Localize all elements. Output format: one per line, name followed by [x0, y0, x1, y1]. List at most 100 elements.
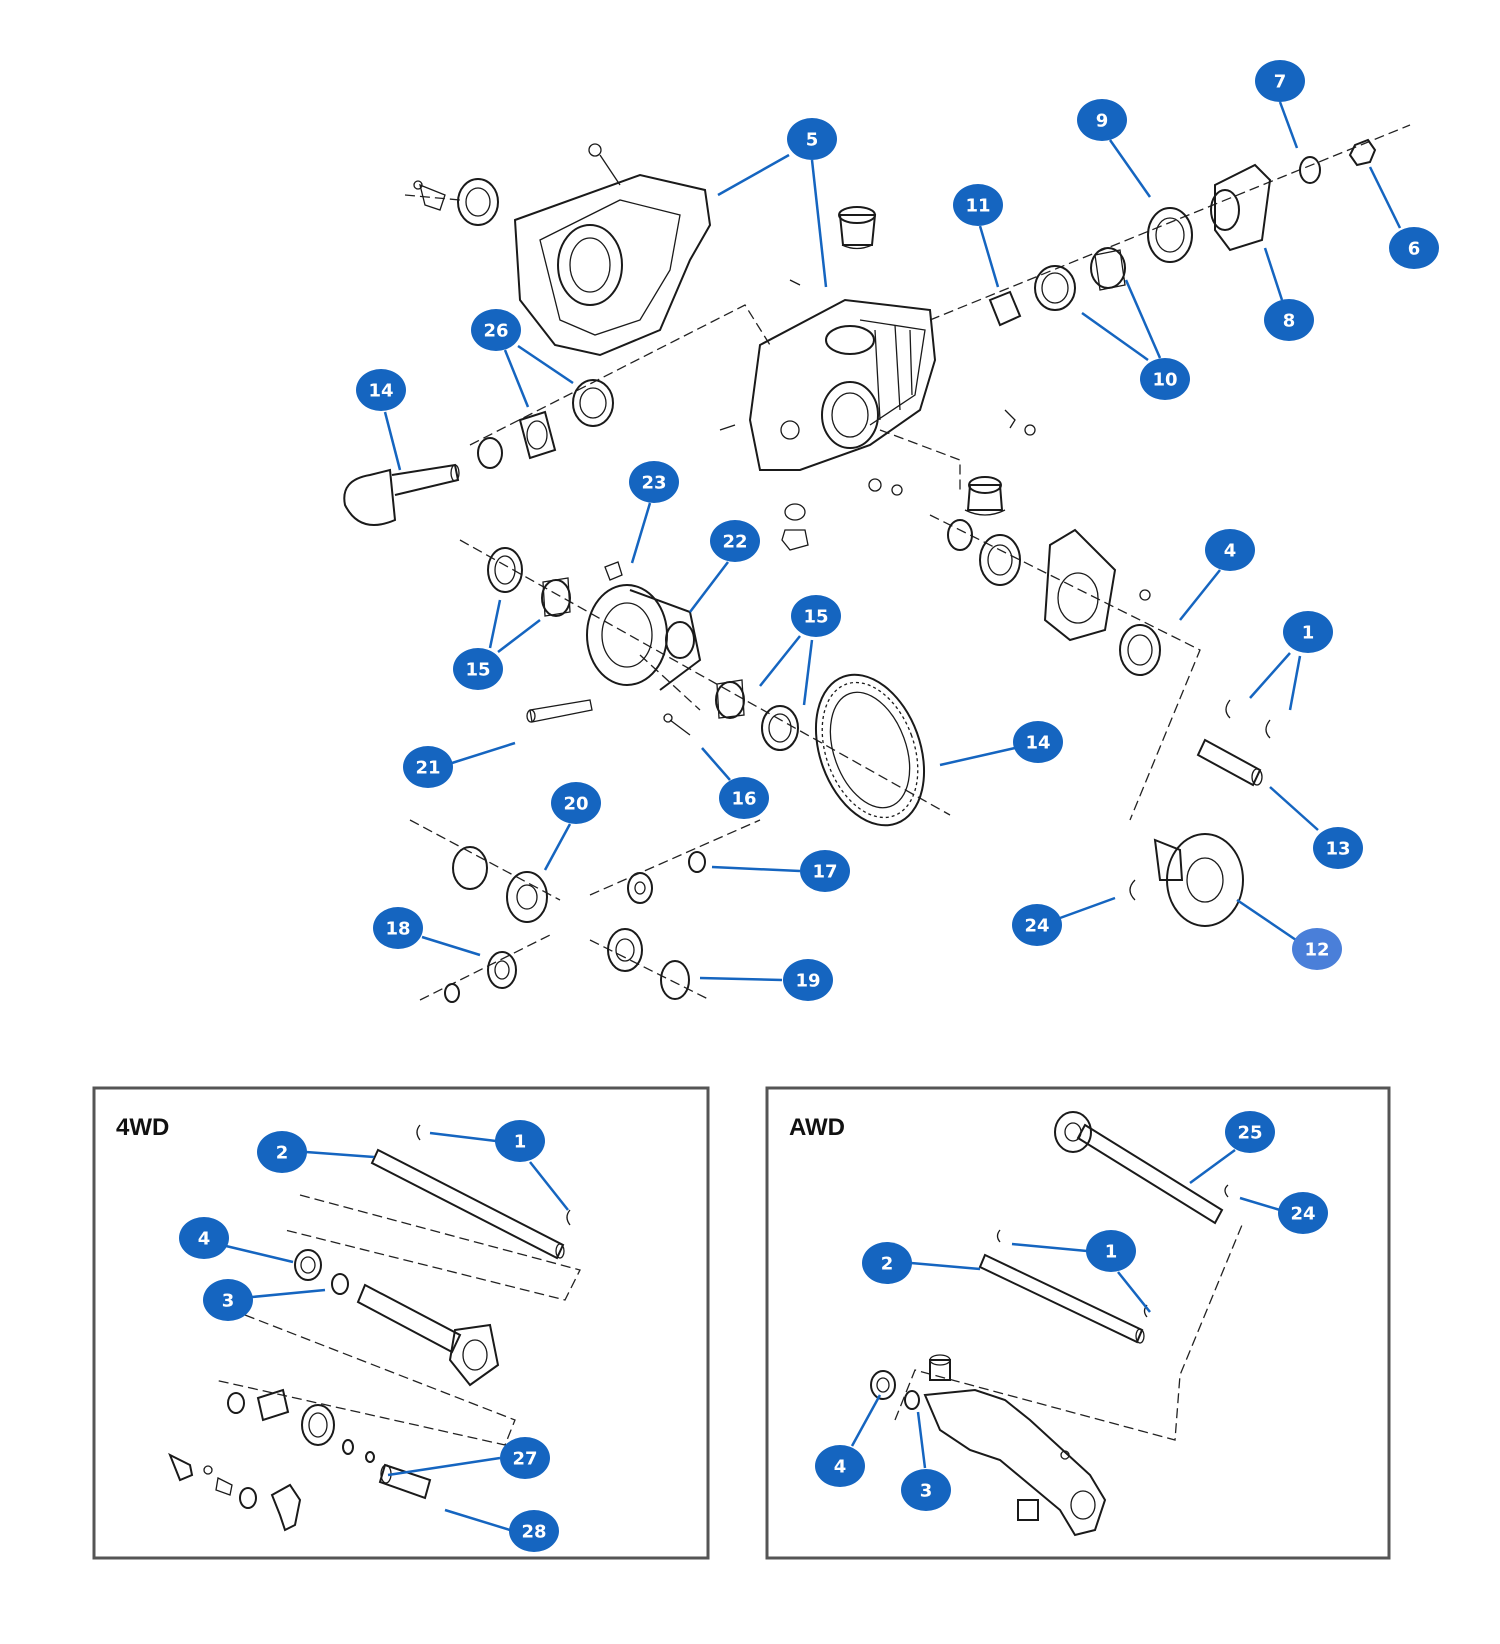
leader-line — [429, 1131, 497, 1143]
callout-number: 24 — [1024, 916, 1049, 937]
callout-number: 21 — [415, 758, 440, 779]
leader-line — [711, 865, 801, 873]
leader-line — [444, 1508, 511, 1532]
callout-main-6: 6 — [1389, 227, 1439, 269]
leader-line — [1117, 1271, 1151, 1313]
callout-bubble — [551, 782, 601, 824]
callout-number: 10 — [1152, 370, 1177, 391]
callout-main-15: 15 — [791, 595, 841, 637]
leader-line — [1179, 569, 1221, 621]
callout-number: 3 — [920, 1481, 933, 1502]
leader-line — [978, 225, 1000, 288]
callout-bubble — [953, 184, 1003, 226]
callout-bubble — [783, 959, 833, 1001]
callout-awd-1: 1 — [1086, 1230, 1136, 1272]
callout-main-9: 9 — [1077, 99, 1127, 141]
leader-line — [689, 561, 729, 613]
differential-carrier-housing — [719, 279, 1036, 551]
callout-awd-3: 3 — [901, 1469, 951, 1511]
callout-bubble — [800, 850, 850, 892]
callout-main-17: 17 — [800, 850, 850, 892]
callout-bubble — [1292, 928, 1342, 970]
callout-number: 9 — [1096, 111, 1109, 132]
callout-number: 3 — [222, 1291, 235, 1312]
drive-pinion-shaft — [343, 379, 614, 526]
awd-exploded-view — [870, 1111, 1243, 1537]
callout-awd-2: 2 — [862, 1242, 912, 1284]
callout-awd-25: 25 — [1225, 1111, 1275, 1153]
input-axis-bearings — [988, 138, 1377, 327]
callout-bubble — [453, 648, 503, 690]
leader-line — [1269, 786, 1319, 831]
callout-bubble — [1389, 227, 1439, 269]
callout-bubble — [403, 746, 453, 788]
callout-bubble — [791, 595, 841, 637]
leader-line — [939, 746, 1016, 767]
leader-line — [1288, 655, 1302, 711]
callout-bubble — [509, 1510, 559, 1552]
leader-line — [1249, 652, 1291, 699]
upper-mount-bushing — [838, 206, 877, 250]
callout-number: 4 — [198, 1229, 211, 1250]
callout-bubble — [719, 777, 769, 819]
callout-bubble — [629, 461, 679, 503]
callout-number: 24 — [1290, 1204, 1315, 1225]
leader-line — [383, 411, 402, 471]
callout-main-15: 15 — [453, 648, 503, 690]
callout-number: 7 — [1274, 72, 1287, 93]
callout-main-26: 26 — [471, 309, 521, 351]
leader-line — [225, 1244, 294, 1264]
leader-line — [451, 741, 516, 765]
callout-main-23: 23 — [629, 461, 679, 503]
callout-main-4: 4 — [1205, 529, 1255, 571]
leader-line — [910, 1261, 981, 1271]
gear-and-washer-set — [444, 846, 706, 1003]
panel-4wd-frame — [92, 1086, 710, 1560]
callout-number: 15 — [803, 607, 828, 628]
leader-line — [802, 639, 814, 706]
callout-bubble — [1205, 529, 1255, 571]
callout-number: 28 — [521, 1522, 546, 1543]
callout-number: 19 — [795, 971, 820, 992]
callout-bubble — [257, 1131, 307, 1173]
callout-bubble — [815, 1445, 865, 1487]
leader-line — [488, 599, 502, 649]
leader-line — [1189, 1148, 1236, 1185]
leader-line — [421, 935, 481, 957]
leader-line — [387, 1456, 501, 1477]
leader-line — [1236, 898, 1297, 942]
callout-bubble — [710, 520, 760, 562]
callout-main-24: 24 — [1012, 904, 1062, 946]
callout-bubble — [495, 1120, 545, 1162]
callout-bubble — [203, 1279, 253, 1321]
callout-number: 26 — [483, 321, 508, 342]
fourwd-exploded-view — [168, 1124, 581, 1532]
leader-line — [517, 344, 574, 385]
callout-main-5: 5 — [787, 118, 837, 160]
callout-number: 4 — [1224, 541, 1237, 562]
callout-number: 14 — [368, 381, 393, 402]
callout-fourwd-28: 28 — [509, 1510, 559, 1552]
leader-line — [529, 1161, 569, 1211]
leader-line — [916, 1411, 927, 1469]
callout-main-1: 1 — [1283, 611, 1333, 653]
callout-number: 13 — [1325, 839, 1350, 860]
lower-mount-bushing — [964, 476, 1006, 516]
callout-number: 22 — [722, 532, 747, 553]
leader-line — [1368, 166, 1402, 229]
callout-main-13: 13 — [1313, 827, 1363, 869]
callout-number: 23 — [641, 473, 666, 494]
callout-number: 25 — [1237, 1123, 1262, 1144]
callout-number: 5 — [806, 130, 819, 151]
callout-number: 17 — [812, 862, 837, 883]
callout-number: 18 — [385, 919, 410, 940]
leader-line — [850, 1394, 882, 1447]
leader-line — [497, 619, 541, 653]
callout-bubble — [1283, 611, 1333, 653]
leader-line — [1081, 311, 1149, 362]
leader-line — [701, 747, 731, 781]
callout-bubble — [1077, 99, 1127, 141]
output-shaft-flange — [1129, 699, 1271, 927]
